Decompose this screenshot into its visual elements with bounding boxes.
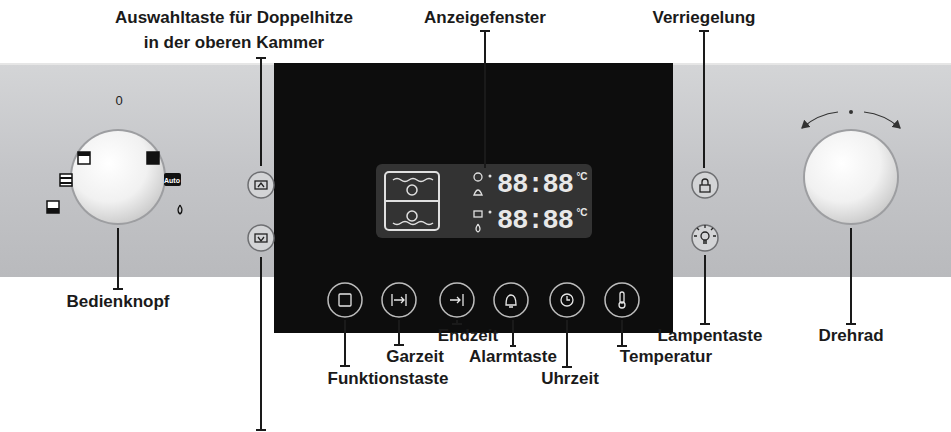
callout-label: Alarmtaste [469, 344, 557, 370]
display-digits: 88:88 [497, 172, 573, 199]
callout-label: Temperatur [620, 344, 712, 370]
display-digits: 88:88 [497, 208, 573, 235]
display-unit: °C [576, 208, 587, 218]
callout-label: Bedienknopf [67, 289, 170, 315]
callout-label: Endzeit [438, 323, 498, 349]
display-unit: °C [576, 172, 587, 182]
callout-label: Drehrad [818, 323, 883, 349]
callout-label: Funktionstaste [328, 366, 449, 392]
callout-label: Lampentaste [658, 323, 763, 349]
callout-label: Uhrzeit [541, 366, 599, 392]
callout-label: Anzeigefenster [424, 5, 546, 31]
callout-label: Garzeit [386, 344, 444, 370]
callout-label: Auswahltaste für Doppelhitze in der ober… [108, 5, 360, 56]
dial-marking: Auto [164, 177, 180, 184]
dial-marking: 0 [115, 94, 122, 107]
callout-label: Verriegelung [653, 5, 756, 31]
